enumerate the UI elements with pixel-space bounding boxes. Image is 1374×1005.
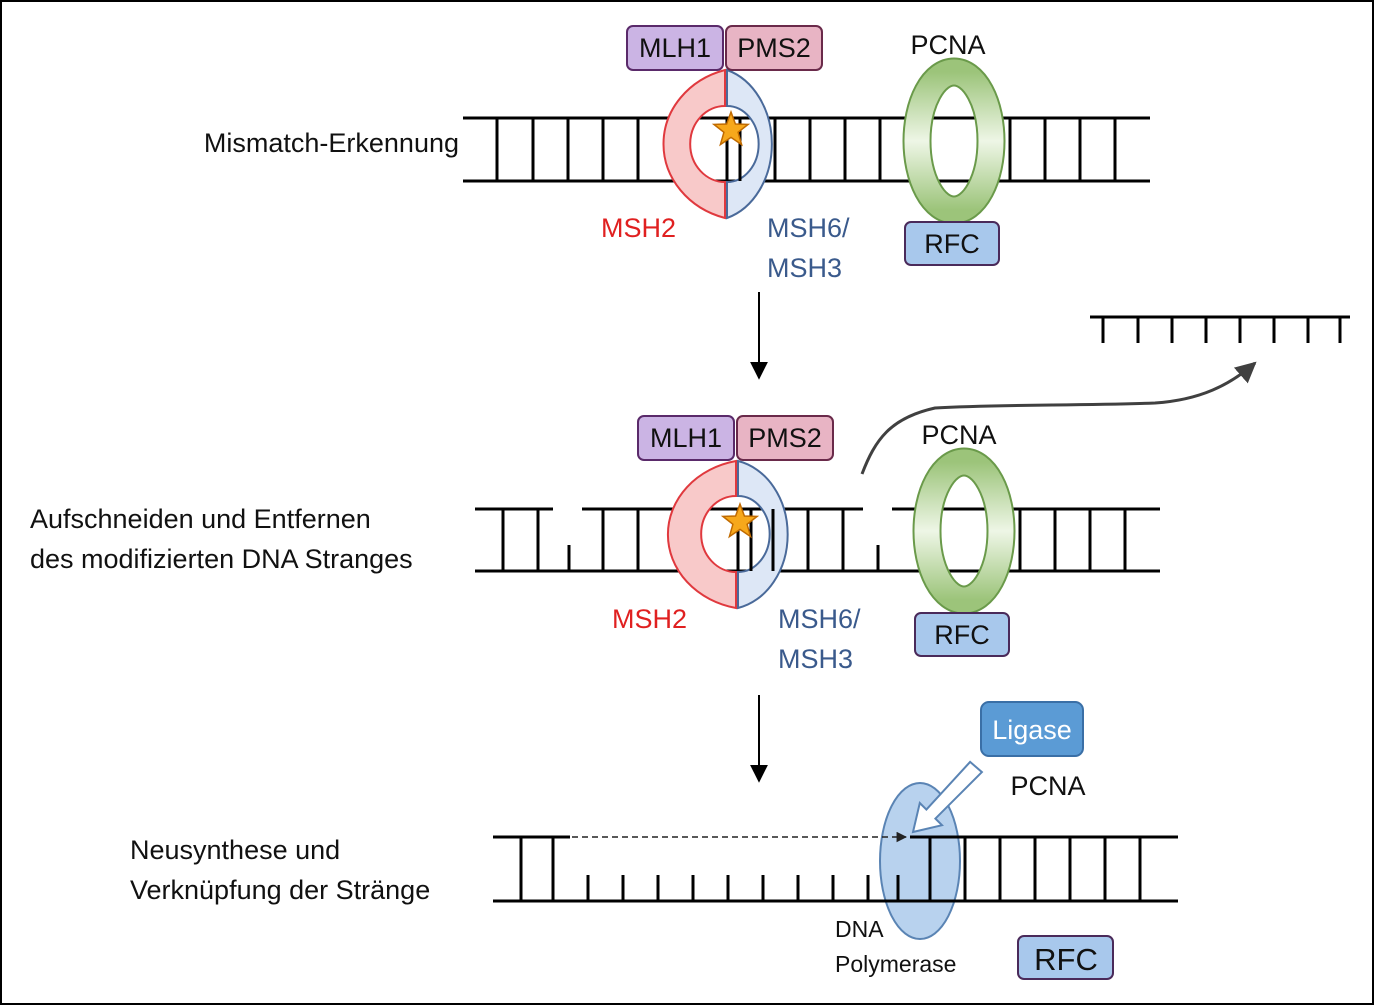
rfc-label-2: RFC	[934, 620, 990, 650]
rfc-label: RFC	[924, 229, 980, 259]
msh2-clamp	[662, 68, 726, 220]
polymerase-label-line2: Polymerase	[835, 951, 956, 977]
mlh1-label: MLH1	[639, 33, 711, 63]
msh6-clamp	[726, 68, 773, 220]
pms2-label-2: PMS2	[748, 423, 822, 453]
step-label-excision-line1: Aufschneiden und Entfernen	[30, 504, 371, 534]
pcna-label-3: PCNA	[1010, 771, 1085, 801]
msh6-label-2-line1: MSH6/	[778, 604, 861, 634]
mlh1-label-2: MLH1	[650, 423, 722, 453]
msh2-clamp-2	[666, 459, 737, 610]
dna-double-strand-1	[463, 116, 1150, 183]
pms2-box	[725, 25, 823, 71]
pcna-label: PCNA	[910, 30, 985, 60]
step-resynthesis: Neusynthese und Verknüpfung der Stränge	[130, 701, 1178, 980]
step-label-resynthesis-line1: Neusynthese und	[130, 835, 340, 865]
dna-resynthesis-strand-3	[493, 835, 1178, 903]
mlh1-box	[626, 25, 724, 71]
mismatch-star-icon-2	[720, 501, 760, 539]
rfc-label-3: RFC	[1034, 942, 1098, 977]
pms2-box-2	[736, 415, 834, 461]
mlh1-box-2	[637, 415, 735, 461]
msh2-label-2: MSH2	[612, 604, 687, 634]
step-excision: Aufschneiden und Entfernen des modifizie…	[30, 415, 1160, 674]
msh6-label-2-line2: MSH3	[778, 644, 853, 674]
msh2-label: MSH2	[601, 213, 676, 243]
step-recognition: Mismatch-Erkennung ML	[204, 25, 1150, 283]
ligase-block-arrow	[911, 760, 984, 834]
mismatch-star-icon	[711, 109, 751, 147]
rfc-box	[904, 221, 1000, 266]
ligase-label: Ligase	[992, 715, 1072, 745]
excised-strand-fragment	[1090, 315, 1350, 343]
ligase-box	[980, 701, 1084, 757]
dna-nicked-strand-2	[475, 507, 1160, 573]
pcna-label-2: PCNA	[921, 420, 996, 450]
pms2-label: PMS2	[737, 33, 811, 63]
rfc-box-3	[1017, 935, 1114, 980]
polymerase-label-line1: DNA	[835, 916, 884, 942]
step-label-excision-line2: des modifizierten DNA Stranges	[30, 544, 413, 574]
msh6-clamp-2	[737, 459, 789, 610]
step-label-recognition: Mismatch-Erkennung	[204, 128, 459, 158]
excision-curved-arrow	[860, 361, 1257, 475]
rfc-box-2	[914, 612, 1010, 657]
step-label-resynthesis-line2: Verknüpfung der Stränge	[130, 875, 430, 905]
msh6-label-line1: MSH6/	[767, 213, 850, 243]
msh6-label-line2: MSH3	[767, 253, 842, 283]
